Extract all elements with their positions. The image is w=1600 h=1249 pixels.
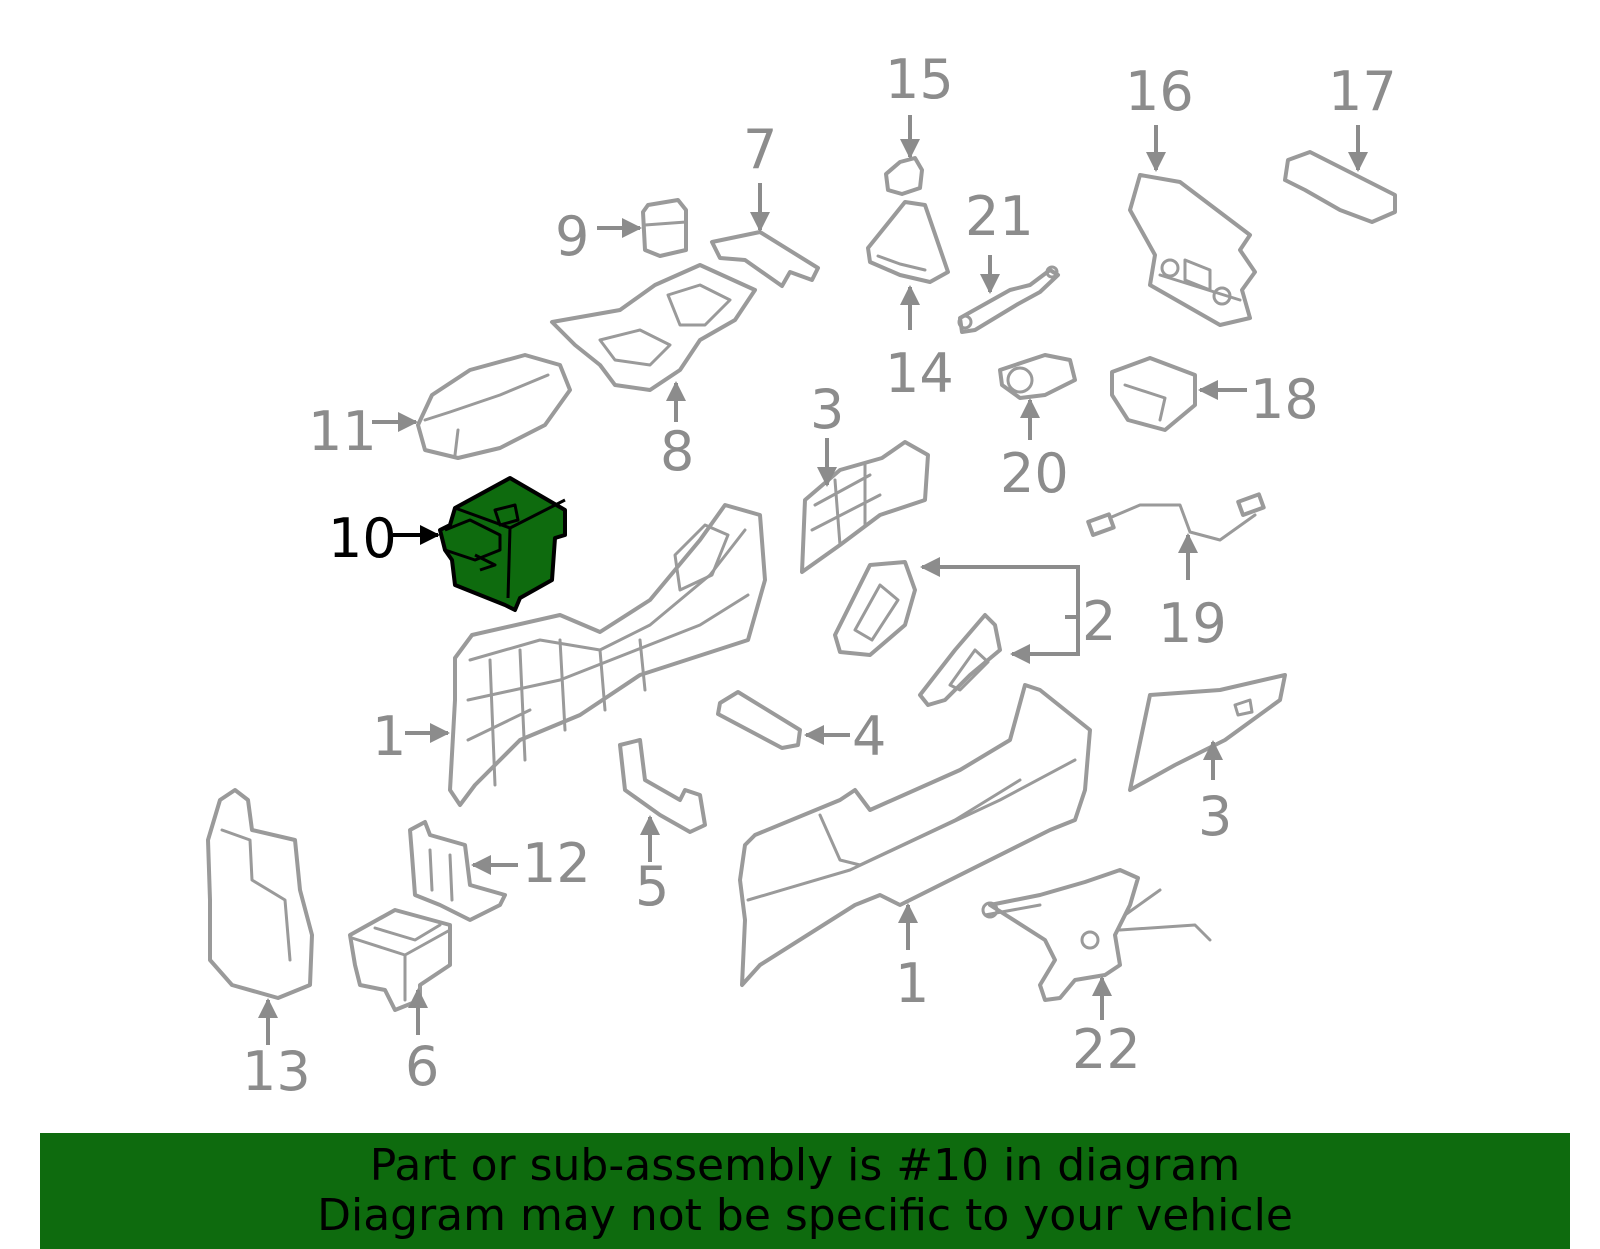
part-15-shift-knob	[884, 156, 924, 196]
callout-5: 5	[635, 855, 669, 918]
part-3-side-trim-upper	[800, 440, 930, 574]
part-20-power-socket	[998, 353, 1077, 400]
callout-22: 22	[1072, 1018, 1141, 1081]
callout-20: 20	[1000, 442, 1069, 505]
part-16-trim-panel	[1128, 173, 1257, 327]
part-7-bracket	[710, 230, 820, 288]
part-9-knob	[641, 198, 688, 258]
callout-17: 17	[1328, 60, 1397, 123]
callout-7: 7	[743, 118, 777, 181]
leader-arrows	[258, 115, 1368, 1045]
banner-line-1: Part or sub-assembly is #10 in diagram	[369, 1140, 1241, 1191]
part-8-shift-bezel	[550, 263, 757, 392]
callout-1-upper: 1	[372, 705, 406, 768]
part-5-bracket	[618, 738, 707, 834]
callout-1-lower: 1	[895, 952, 929, 1015]
part-1-console-lower	[738, 683, 1092, 987]
part-10-storage-bin-highlighted	[438, 476, 567, 612]
part-4-bracket	[716, 690, 802, 750]
part-14-shift-boot	[866, 200, 950, 284]
callout-6: 6	[405, 1035, 439, 1098]
callout-3-lower: 3	[1198, 785, 1232, 848]
callout-10: 10	[328, 507, 397, 570]
callout-18: 18	[1250, 368, 1319, 431]
callout-15: 15	[885, 48, 954, 111]
callout-9: 9	[555, 205, 589, 268]
info-banner: Part or sub-assembly is #10 in diagram D…	[40, 1133, 1570, 1249]
callout-21: 21	[965, 185, 1034, 248]
part-2-bracket-upper	[833, 560, 917, 657]
callout-11: 11	[308, 400, 377, 463]
part-3-side-trim-lower	[1128, 673, 1287, 792]
part-22-parking-brake	[981, 868, 1212, 1002]
callout-8: 8	[660, 420, 694, 483]
part-18-vent	[1110, 356, 1197, 432]
part-13-side-panel	[206, 788, 314, 1000]
part-2-bracket-lower	[918, 613, 1002, 707]
part-11-armrest-lid	[416, 353, 572, 460]
callout-2: 2	[1082, 590, 1116, 653]
callout-13: 13	[242, 1040, 311, 1103]
part-12-bracket	[408, 820, 507, 922]
part-6-bracket-block	[348, 908, 452, 1012]
callout-12: 12	[522, 832, 591, 895]
banner-line-2: Diagram may not be specific to your vehi…	[317, 1190, 1293, 1241]
callout-4: 4	[852, 705, 886, 768]
part-19-wire-harness	[1086, 492, 1266, 542]
callout-16: 16	[1125, 60, 1194, 123]
callout-14: 14	[885, 342, 954, 405]
callout-19: 19	[1158, 592, 1227, 655]
callout-3-upper: 3	[810, 378, 844, 441]
part-17-bracket	[1283, 150, 1397, 224]
part-1-console-upper	[448, 503, 767, 807]
part-21-cable	[957, 265, 1060, 334]
